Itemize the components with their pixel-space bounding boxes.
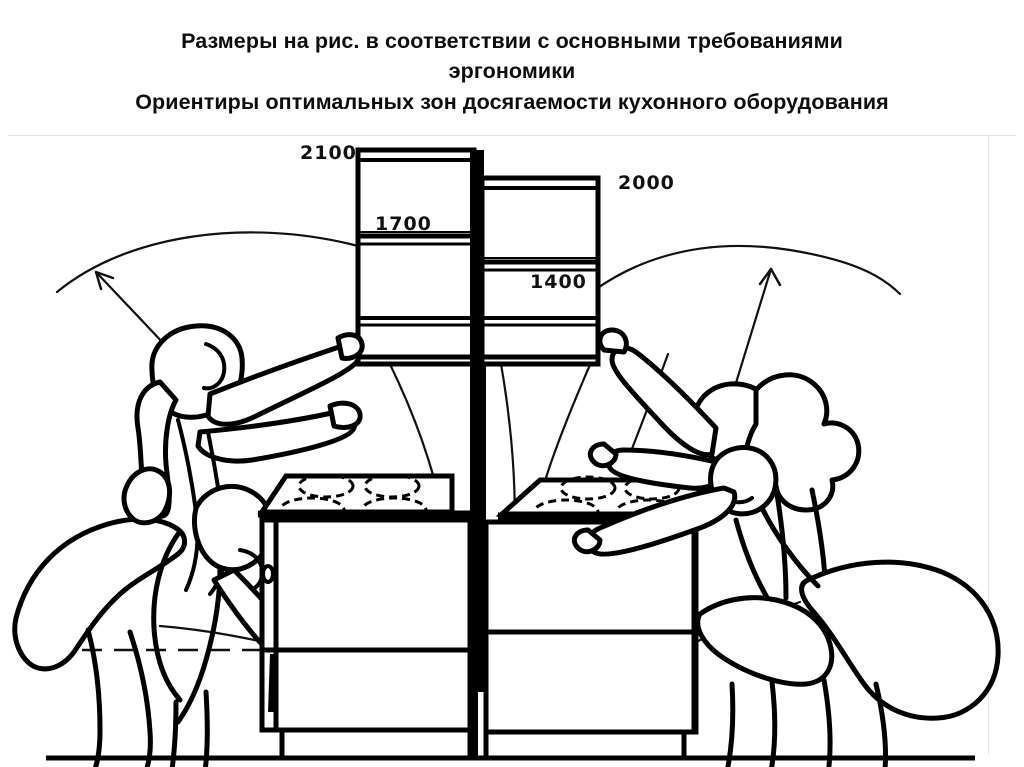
left-cabinet-handle [261,564,275,584]
right-figure-upper-hand [597,327,629,355]
right-figure-leg-d [873,681,889,767]
figure-left-bending-back [12,466,187,767]
right-front-figure-hand [571,527,603,555]
left-figure-torso [176,418,200,592]
right-front-figure-back [759,505,821,589]
title-line-primary: Размеры на рис. в соответствии с основны… [181,29,843,83]
right-upper-cabinet [479,175,601,367]
frame-right-divider [988,135,989,755]
title-line-secondary: Ориентиры оптимальных зон досягаемости к… [135,90,889,114]
dimension-label-2100: 2100 [300,142,357,164]
right-figure-lower-arm [605,447,723,491]
left-front-figure-front [175,565,223,725]
left-counter-unit [257,473,474,761]
left-figure-upper-arm [205,342,362,427]
left-cabinet-body [259,517,473,733]
left-figure-lower-hand [327,400,363,430]
dimension-label-1400: 1400 [530,271,587,293]
left-oven-door-panel [268,654,276,712]
left-figure-lower-arm [195,409,358,464]
left-figure-face [202,342,227,391]
burner-front-left-r [532,498,600,526]
upper-cabinets [355,147,601,530]
left-front-figure-back [151,531,183,703]
left-rear-figure-head [121,466,172,526]
left-rear-figure-leg-b [127,629,153,767]
diagram-canvas: 2100 1700 2000 1400 300 400 [12,142,1001,767]
right-cabinet-plinth [483,729,687,761]
left-figure-upper-hand [335,332,365,361]
left-stove-burners [278,473,428,524]
right-front-figure-skirt [695,595,835,687]
figure-right-bending [571,445,1001,767]
dimension-label-2000: 2000 [618,172,675,194]
left-rear-figure-leg-a [85,627,103,767]
left-reach-arrowhead [94,270,115,291]
right-figure-leg-b [769,679,778,767]
burner-back-left [297,473,355,499]
right-rear-figure-body [799,559,1001,721]
right-figure-leg-c [821,677,833,767]
left-front-figure-leg-a [169,699,179,767]
right-reach-arrowhead [758,267,782,287]
left-cabinet-plinth [279,727,473,761]
dimension-label-1700: 1700 [375,213,432,235]
burner-front-left [278,496,346,524]
frame-top-divider [8,135,1016,136]
figure-left-bending-front [151,483,297,767]
left-upper-cabinet [355,147,477,367]
page-title: Размеры на рис. в соответствии с основны… [0,0,1024,132]
right-front-figure-front [733,517,775,609]
burner-back-left-r [559,475,617,501]
center-pillar-base [470,688,478,760]
left-countertop-surface [257,473,455,515]
left-front-figure-leg-b [202,689,210,767]
center-pillar [470,362,486,692]
right-upper-reach-arc [558,244,902,322]
right-figure-leg-a [725,681,736,767]
ergonomics-diagram: 2100 1700 2000 1400 300 400 [0,132,1024,767]
right-figure-lower-hand [587,441,619,469]
right-figure-upper-arm [609,345,719,458]
burner-front-right [360,496,428,524]
left-rear-figure-back [12,516,187,672]
